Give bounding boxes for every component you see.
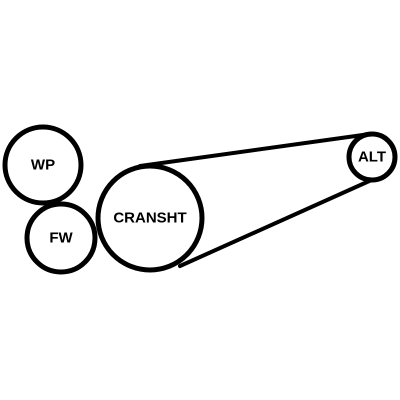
pulley-cransht: CRANSHT	[95, 163, 205, 273]
belt-lower-span	[178, 176, 378, 268]
belt	[138, 132, 378, 268]
pulley-fw: FW	[24, 201, 98, 275]
pulley-wp-label: WP	[31, 157, 55, 174]
belt-upper-span	[138, 132, 372, 168]
pulley-cransht-circle	[95, 163, 205, 273]
pulley-cransht-label: CRANSHT	[113, 210, 186, 227]
pulley-wp-circle	[2, 124, 84, 206]
pulley-alt-label: ALT	[358, 149, 386, 166]
pulley-wp: WP	[2, 124, 84, 206]
pulley-alt: ALT	[346, 131, 398, 183]
pulley-fw-label: FW	[49, 230, 73, 247]
pulley-fw-circle	[24, 201, 98, 275]
pulley-alt-circle	[346, 131, 398, 183]
